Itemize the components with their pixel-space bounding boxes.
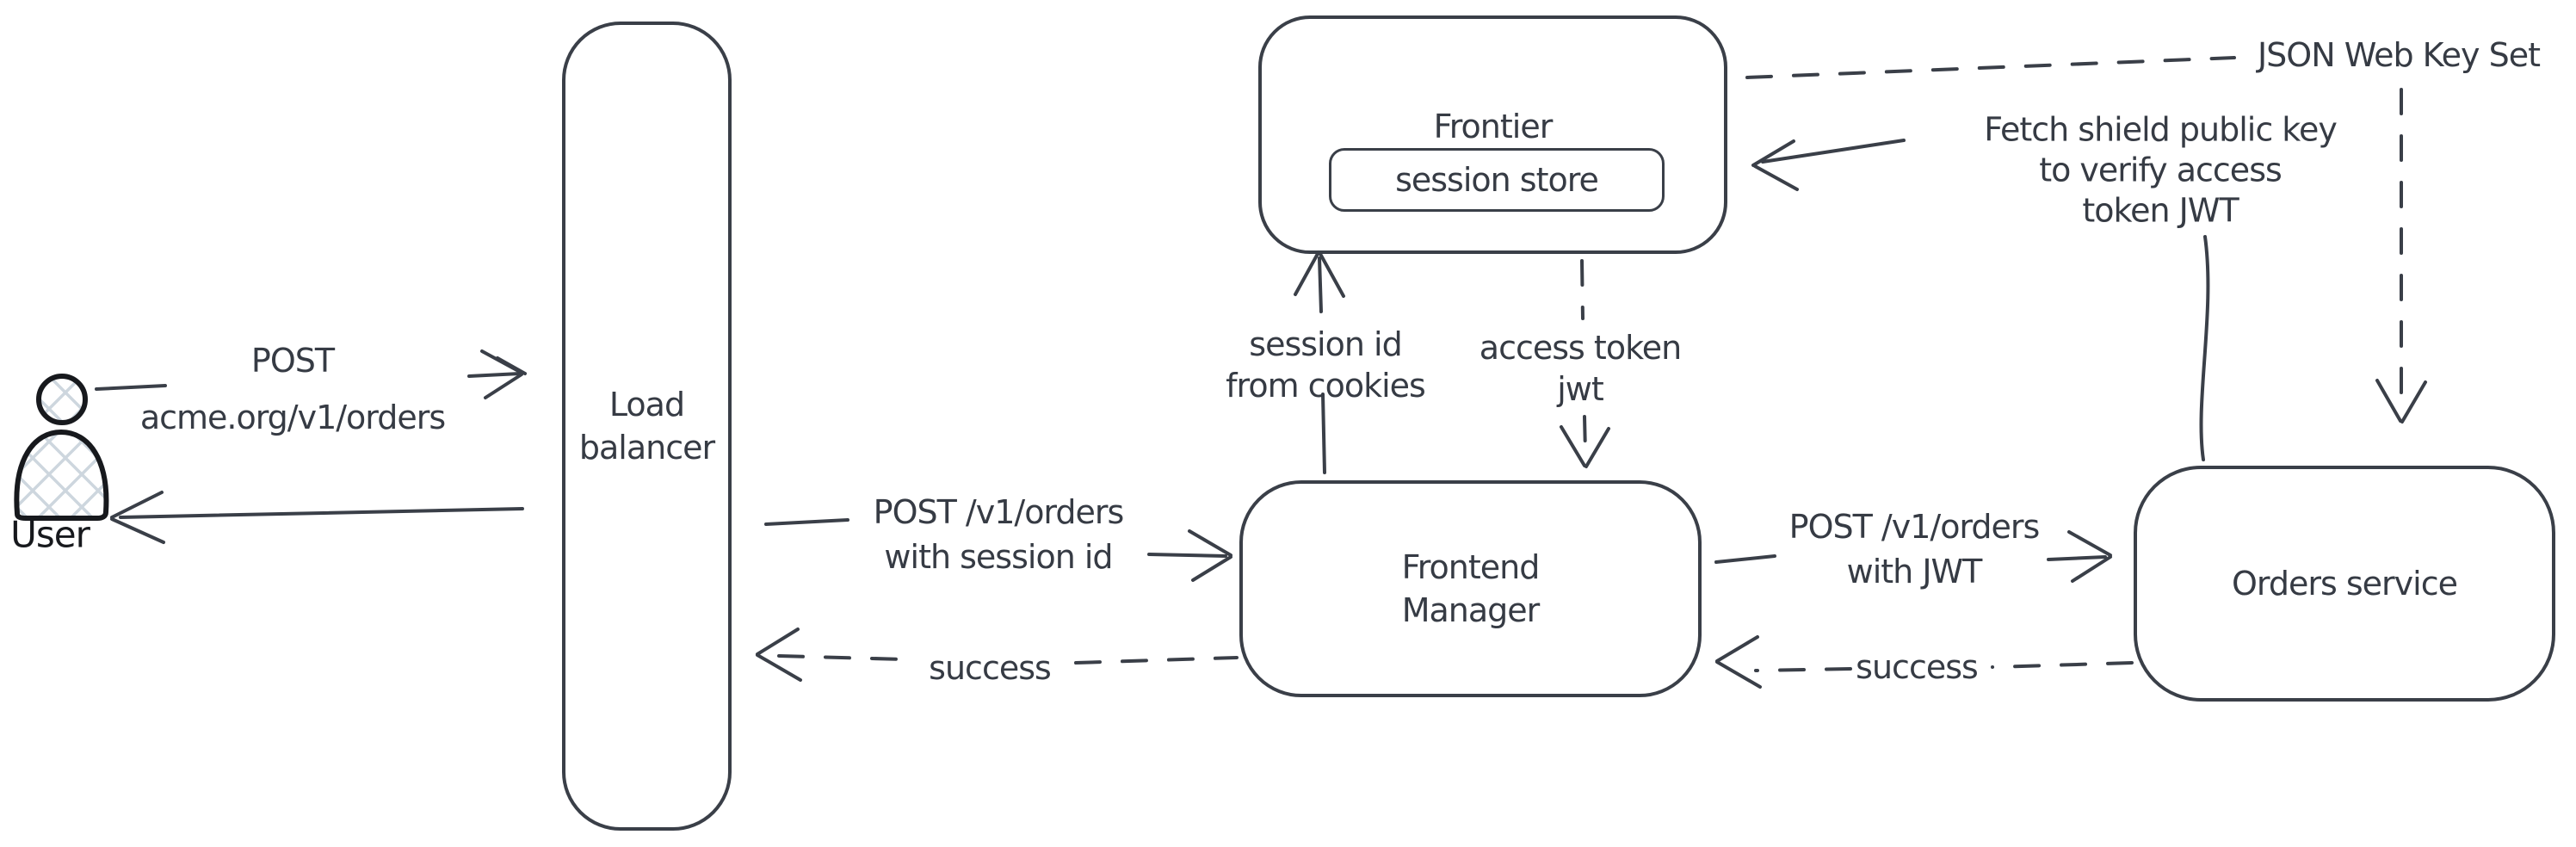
node-frontier: Frontier session store xyxy=(1258,15,1727,254)
label-fetch-shield-key: Fetch shield public key to verify access… xyxy=(1984,110,2338,230)
label-lb-to-fm: POST /v1/orders with session id xyxy=(873,493,1125,576)
arrow-orders-to-frontier xyxy=(1751,139,2210,461)
orders-service-label: Orders service xyxy=(2232,565,2458,603)
user-icon xyxy=(14,374,109,521)
node-frontend-manager: Frontend Manager xyxy=(1239,480,1702,697)
arrow-lb-to-fm xyxy=(764,518,1232,582)
label-session-id: session id from cookies xyxy=(1226,325,1426,405)
node-load-balancer: Load balancer xyxy=(562,22,732,831)
arrow-jwks-to-orders xyxy=(2375,88,2427,424)
label-fm-to-lb-success: success xyxy=(929,649,1052,687)
load-balancer-label-line1: Load xyxy=(608,386,685,424)
load-balancer-label-line2: balancer xyxy=(578,429,715,467)
jwks-label: JSON Web Key Set xyxy=(2257,36,2541,74)
label-orders-to-fm-success: success xyxy=(1856,648,1979,686)
frontend-manager-label-line2: Manager xyxy=(1401,591,1541,629)
arrow-frontier-to-fm xyxy=(1560,259,1610,468)
label-fm-to-orders: POST /v1/orders with JWT xyxy=(1788,508,2041,590)
arrow-orders-to-fm xyxy=(1715,635,2134,689)
frontier-title: Frontier xyxy=(1433,108,1554,145)
arrow-lb-to-user xyxy=(110,491,524,544)
user-label: User xyxy=(10,513,90,556)
node-orders-service: Orders service xyxy=(2134,466,2555,702)
frontend-manager-label-line1: Frontend xyxy=(1401,548,1541,586)
label-user-to-lb: POST acme.org/v1/orders xyxy=(139,342,446,436)
node-session-store: session store xyxy=(1329,148,1665,212)
label-access-token: access token jwt xyxy=(1479,329,1682,408)
session-store-label: session store xyxy=(1395,161,1599,199)
line-frontier-to-jwks xyxy=(1745,56,2236,79)
arrow-fm-to-frontier xyxy=(1294,250,1345,474)
arrow-user-to-lb xyxy=(95,349,527,399)
arrow-fm-to-orders xyxy=(1714,530,2112,583)
arrow-fm-to-lb xyxy=(756,628,1239,682)
